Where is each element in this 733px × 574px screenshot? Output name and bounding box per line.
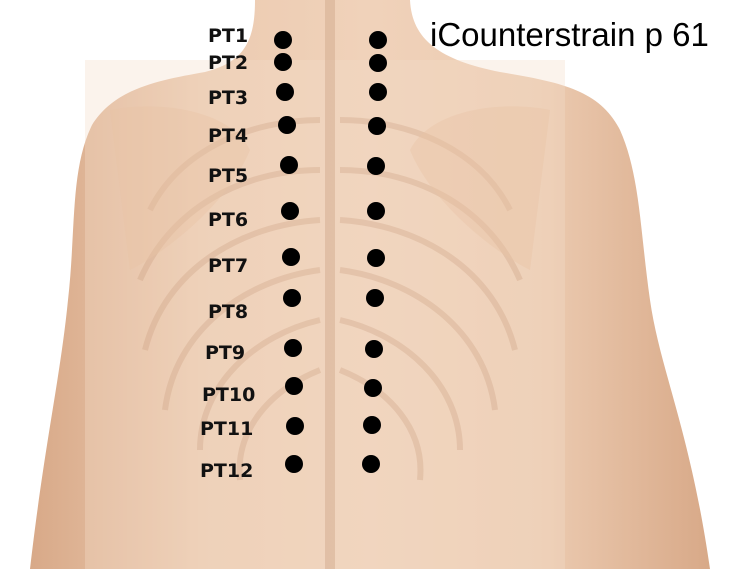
label-pt9: PT9 xyxy=(205,342,245,364)
dot-right-pt2 xyxy=(369,54,387,72)
dot-left-pt5 xyxy=(280,156,298,174)
dot-right-pt6 xyxy=(367,202,385,220)
label-pt8: PT8 xyxy=(208,301,248,323)
dot-right-pt11 xyxy=(363,416,381,434)
dot-left-pt10 xyxy=(285,377,303,395)
label-pt3: PT3 xyxy=(208,87,248,109)
label-pt4: PT4 xyxy=(208,125,248,147)
label-pt10: PT10 xyxy=(202,384,255,406)
dot-left-pt3 xyxy=(276,83,294,101)
dot-left-pt7 xyxy=(282,248,300,266)
dot-left-pt11 xyxy=(286,417,304,435)
dot-right-pt8 xyxy=(366,289,384,307)
label-pt11: PT11 xyxy=(200,418,253,440)
dot-right-pt1 xyxy=(369,31,387,49)
label-pt12: PT12 xyxy=(200,460,253,482)
label-pt6: PT6 xyxy=(208,209,248,231)
dot-left-pt12 xyxy=(285,455,303,473)
label-pt2: PT2 xyxy=(208,52,248,74)
dot-left-pt2 xyxy=(274,53,292,71)
page-title: iCounterstrain p 61 xyxy=(430,16,709,54)
label-pt1: PT1 xyxy=(208,25,248,47)
dot-right-pt7 xyxy=(367,249,385,267)
label-pt5: PT5 xyxy=(208,165,248,187)
dot-right-pt9 xyxy=(365,340,383,358)
dot-left-pt8 xyxy=(283,289,301,307)
label-pt7: PT7 xyxy=(208,255,248,277)
dot-right-pt10 xyxy=(364,379,382,397)
dot-right-pt4 xyxy=(368,117,386,135)
dot-left-pt4 xyxy=(278,116,296,134)
dot-right-pt3 xyxy=(369,83,387,101)
dot-left-pt6 xyxy=(281,202,299,220)
dot-right-pt12 xyxy=(362,455,380,473)
dot-right-pt5 xyxy=(367,157,385,175)
dot-left-pt9 xyxy=(284,339,302,357)
dot-left-pt1 xyxy=(274,31,292,49)
